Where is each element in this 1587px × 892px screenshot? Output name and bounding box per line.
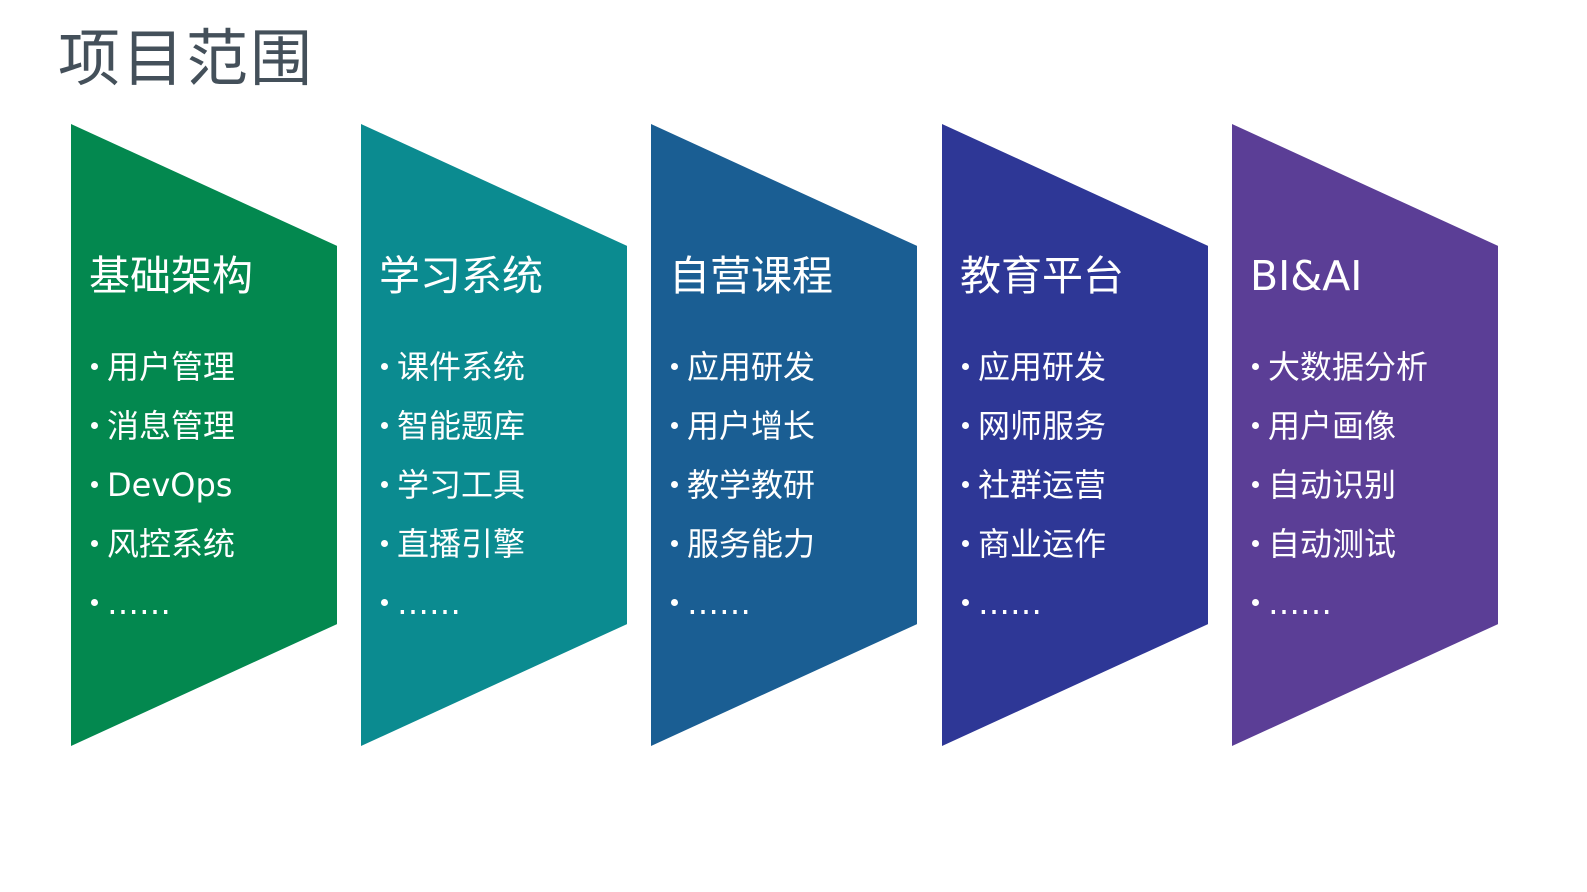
column-infrastructure: 基础架构 用户管理 消息管理 DevOps 风控系统 ……: [71, 124, 337, 746]
bullet-icon: [381, 422, 388, 429]
bullet-icon: [962, 363, 969, 370]
item-label: ……: [397, 583, 461, 622]
bullet-icon: [91, 422, 98, 429]
column-heading: BI&AI: [1250, 252, 1363, 300]
item-label: 服务能力: [687, 524, 816, 563]
item-label: 学习工具: [397, 465, 526, 504]
column-bi-ai: BI&AI 大数据分析 用户画像 自动识别 自动测试 ……: [1232, 124, 1498, 746]
bullet-icon: [962, 599, 969, 606]
list-item: 用户增长: [671, 396, 815, 455]
item-label: 教学教研: [687, 465, 816, 504]
list-item: 用户管理: [91, 337, 235, 396]
item-list: 大数据分析 用户画像 自动识别 自动测试 ……: [1252, 337, 1428, 632]
list-item: 商业运作: [962, 514, 1106, 573]
item-label: 应用研发: [978, 347, 1107, 386]
column-heading: 教育平台: [960, 252, 1124, 300]
item-label: 应用研发: [687, 347, 816, 386]
list-item: 自动测试: [1252, 514, 1428, 573]
item-label: 大数据分析: [1268, 347, 1429, 386]
column-self-run-courses: 自营课程 应用研发 用户增长 教学教研 服务能力 ……: [651, 124, 917, 746]
column-learning-system: 学习系统 课件系统 智能题库 学习工具 直播引擎 ……: [361, 124, 627, 746]
list-item: 消息管理: [91, 396, 235, 455]
column-education-platform: 教育平台 应用研发 网师服务 社群运营 商业运作 ……: [942, 124, 1208, 746]
list-item: 应用研发: [962, 337, 1106, 396]
list-item: 学习工具: [381, 455, 525, 514]
item-label: 消息管理: [107, 406, 236, 445]
item-list: 应用研发 用户增长 教学教研 服务能力 ……: [671, 337, 815, 632]
item-label: 用户画像: [1268, 406, 1397, 445]
list-item: 网师服务: [962, 396, 1106, 455]
bullet-icon: [671, 363, 678, 370]
bullet-icon: [671, 540, 678, 547]
item-label: ……: [1268, 583, 1332, 622]
item-label: 用户增长: [687, 406, 816, 445]
item-label: 自动识别: [1268, 465, 1397, 504]
item-label: 智能题库: [397, 406, 526, 445]
bullet-icon: [671, 422, 678, 429]
bullet-icon: [91, 599, 98, 606]
item-label: ……: [107, 583, 171, 622]
bullet-icon: [1252, 422, 1259, 429]
bullet-icon: [962, 422, 969, 429]
bullet-icon: [1252, 481, 1259, 488]
list-item: 自动识别: [1252, 455, 1428, 514]
list-item: 课件系统: [381, 337, 525, 396]
bullet-icon: [91, 540, 98, 547]
item-list: 应用研发 网师服务 社群运营 商业运作 ……: [962, 337, 1106, 632]
list-item: DevOps: [91, 455, 235, 514]
item-list: 课件系统 智能题库 学习工具 直播引擎 ……: [381, 337, 525, 632]
list-item: 用户画像: [1252, 396, 1428, 455]
item-label: 网师服务: [978, 406, 1107, 445]
list-item: ……: [1252, 573, 1428, 632]
bullet-icon: [1252, 363, 1259, 370]
item-label: 商业运作: [978, 524, 1107, 563]
list-item: ……: [91, 573, 235, 632]
item-label: ……: [687, 583, 751, 622]
column-heading: 基础架构: [89, 252, 253, 300]
bullet-icon: [91, 363, 98, 370]
bullet-icon: [381, 481, 388, 488]
item-label: 社群运营: [978, 465, 1107, 504]
item-label: 直播引擎: [397, 524, 526, 563]
item-label: ……: [978, 583, 1042, 622]
item-label: 课件系统: [397, 347, 526, 386]
item-label: 风控系统: [107, 524, 236, 563]
column-heading: 自营课程: [669, 252, 833, 300]
bullet-icon: [91, 481, 98, 488]
list-item: ……: [962, 573, 1106, 632]
page-title: 项目范围: [58, 22, 315, 95]
list-item: ……: [381, 573, 525, 632]
item-list: 用户管理 消息管理 DevOps 风控系统 ……: [91, 337, 235, 632]
bullet-icon: [381, 599, 388, 606]
column-heading: 学习系统: [379, 252, 543, 300]
list-item: 智能题库: [381, 396, 525, 455]
bullet-icon: [1252, 540, 1259, 547]
list-item: 教学教研: [671, 455, 815, 514]
bullet-icon: [962, 481, 969, 488]
bullet-icon: [381, 363, 388, 370]
list-item: ……: [671, 573, 815, 632]
bullet-icon: [671, 599, 678, 606]
bullet-icon: [671, 481, 678, 488]
list-item: 直播引擎: [381, 514, 525, 573]
bullet-icon: [1252, 599, 1259, 606]
list-item: 应用研发: [671, 337, 815, 396]
bullet-icon: [962, 540, 969, 547]
item-label: 用户管理: [107, 347, 236, 386]
bullet-icon: [381, 540, 388, 547]
list-item: 大数据分析: [1252, 337, 1428, 396]
list-item: 风控系统: [91, 514, 235, 573]
list-item: 社群运营: [962, 455, 1106, 514]
item-label: DevOps: [107, 465, 233, 504]
list-item: 服务能力: [671, 514, 815, 573]
item-label: 自动测试: [1268, 524, 1397, 563]
